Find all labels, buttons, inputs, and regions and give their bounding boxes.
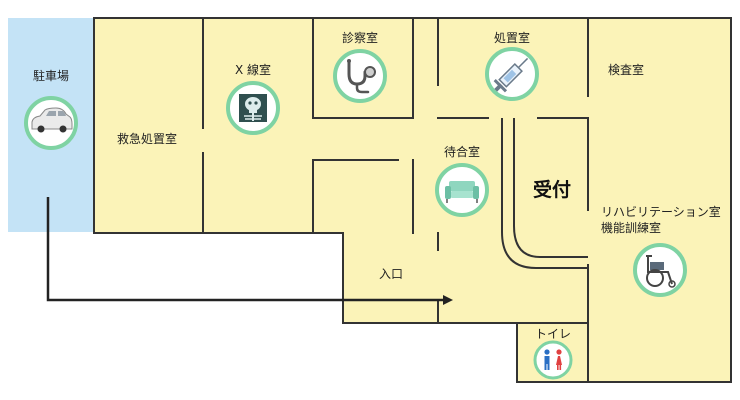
car-icon (24, 96, 78, 150)
toilet-label: トイレ (535, 327, 571, 341)
sofa-icon (435, 163, 489, 217)
wheelchair-icon (633, 243, 687, 297)
restroom-icon (533, 340, 573, 380)
route-arrow (46, 197, 453, 305)
lab-room-label: 検査室 (608, 62, 644, 77)
emergency-room-label: 救急処置室 (117, 131, 177, 146)
rehab-room-label: リハビリテーション室 (601, 204, 721, 219)
xray-icon (226, 81, 280, 135)
walls (93, 17, 732, 383)
waiting-room-label: 待合室 (444, 144, 480, 159)
parking-label: 駐車場 (33, 68, 69, 83)
reception-label: 受付 (533, 178, 571, 201)
rehab-room-sublabel: 機能訓練室 (601, 220, 661, 235)
syringe-icon (485, 47, 539, 101)
entrance-label: 入口 (379, 267, 403, 281)
reception-counter (501, 118, 588, 269)
stethoscope-icon (333, 49, 387, 103)
xray-room-label: X 線室 (235, 62, 271, 77)
treatment-room-label: 処置室 (494, 30, 530, 45)
exam-room-label: 診察室 (342, 30, 378, 45)
